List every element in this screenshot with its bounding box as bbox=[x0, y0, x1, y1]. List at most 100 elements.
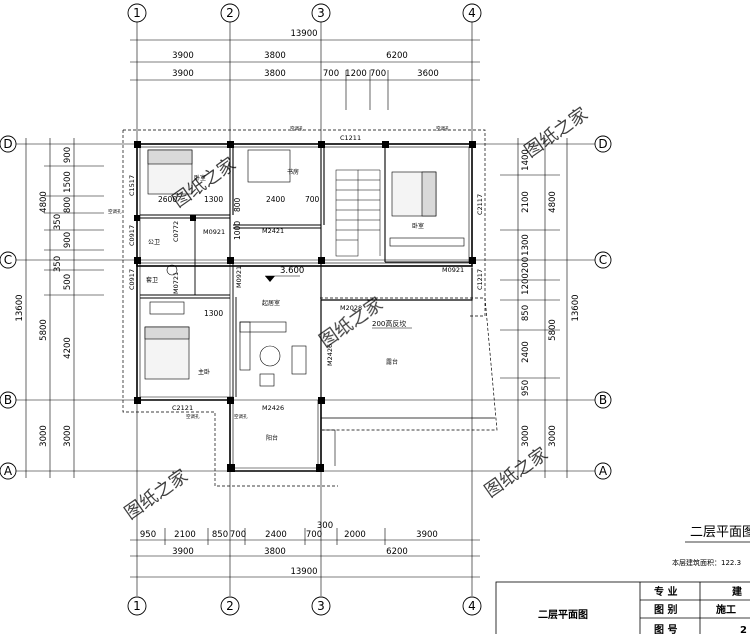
dim-left-in-a: 900 bbox=[63, 147, 73, 163]
structural-columns bbox=[134, 141, 476, 472]
dim-right-in-b: 2100 bbox=[521, 191, 531, 213]
dim-left-in-d: 350 bbox=[53, 214, 63, 230]
dim-left-in-h: 4200 bbox=[63, 337, 73, 359]
ac-hole-tag: 空调孔 bbox=[290, 125, 304, 132]
code-m0921b: M0921 bbox=[235, 266, 243, 288]
code-m0721: M0721 bbox=[172, 272, 180, 294]
dim-right-in-g: 2400 bbox=[521, 341, 531, 363]
dim-bot-r1-e: 2400 bbox=[265, 530, 287, 540]
axis-label-a-left: A bbox=[4, 464, 13, 478]
axis-label-1-bottom: 1 bbox=[133, 599, 141, 613]
dim-right-in-i: 3000 bbox=[521, 425, 531, 447]
axis-label-d-right: D bbox=[598, 137, 607, 151]
room-label-balcony: 阳台 bbox=[266, 434, 278, 442]
furniture bbox=[144, 149, 465, 387]
axis-label-c-right: C bbox=[599, 253, 607, 267]
axis-label-d-left: D bbox=[3, 137, 12, 151]
code-m2426a: M2426 bbox=[326, 344, 334, 366]
watermark: 图纸之家 bbox=[481, 444, 552, 502]
dim-bot-r1-a: 950 bbox=[140, 530, 156, 540]
ac-hole-tag: 空调孔 bbox=[186, 413, 200, 420]
room-label-master: 主卧 bbox=[198, 368, 210, 376]
axis-label-4-top: 4 bbox=[468, 6, 476, 20]
title-table-major-value: 建 bbox=[731, 585, 743, 598]
dim-bot-extra: 300 bbox=[317, 521, 333, 531]
room-label-terrace: 露台 bbox=[386, 358, 398, 366]
building-walls bbox=[122, 129, 498, 487]
axis-label-2-top: 2 bbox=[226, 6, 234, 20]
ac-hole-tag: 空调孔 bbox=[436, 125, 450, 132]
dim-right-in-a: 1400 bbox=[521, 149, 531, 171]
title-table-type-label: 图 别 bbox=[654, 603, 677, 616]
dim-left-total: 13600 bbox=[15, 294, 25, 321]
dim-int-f: 1000 bbox=[233, 221, 242, 240]
axis-bubbles bbox=[0, 3, 612, 616]
code-c0772: C0772 bbox=[172, 221, 180, 242]
axis-label-1-top: 1 bbox=[133, 6, 141, 20]
floor-area-note: 本层建筑面积：122.3 bbox=[672, 558, 741, 567]
dim-bot-r1-h: 3900 bbox=[416, 530, 438, 540]
dim-int-a: 2600 bbox=[158, 195, 177, 204]
dim-left-in-g: 500 bbox=[63, 274, 73, 290]
code-m0921c: M0921 bbox=[442, 266, 464, 274]
dim-bot-total: 13900 bbox=[290, 567, 317, 577]
dim-left-in-e: 900 bbox=[63, 232, 73, 248]
dim-top-r2-c: 700 bbox=[323, 69, 339, 79]
dim-top-total: 13900 bbox=[290, 29, 317, 39]
dim-top-r2-e: 700 bbox=[370, 69, 386, 79]
dim-left-in-b: 1500 bbox=[63, 171, 73, 193]
title-table-drawing-name: 二层平面图 bbox=[538, 609, 588, 621]
watermark: 图纸之家 bbox=[521, 104, 592, 162]
code-c1217: C1217 bbox=[476, 269, 484, 290]
axis-label-4-bottom: 4 bbox=[468, 599, 476, 613]
dim-left-in-i: 3000 bbox=[63, 425, 73, 447]
title-table-type-value: 施工 bbox=[716, 603, 736, 616]
dim-bot-r2-c: 6200 bbox=[386, 547, 408, 557]
watermark: 图纸之家 bbox=[121, 466, 192, 524]
dim-right-in-d: 200 bbox=[521, 257, 531, 273]
dim-top-r2-d: 1200 bbox=[345, 69, 367, 79]
dim-bot-r1-d: 700 bbox=[230, 530, 246, 540]
room-label-bedroom1: 卧室 bbox=[194, 174, 206, 182]
dim-top-r1-b: 3800 bbox=[264, 51, 286, 61]
axis-label-a-right: A bbox=[599, 464, 608, 478]
dim-top-r2-f: 3600 bbox=[417, 69, 439, 79]
elevation-marker-icon bbox=[265, 276, 275, 282]
dim-left-outer-a: 4800 bbox=[39, 191, 49, 213]
dim-int-e: 1300 bbox=[204, 309, 223, 318]
dim-left-in-f: 350 bbox=[53, 256, 63, 272]
dim-top-r1-c: 6200 bbox=[386, 51, 408, 61]
room-label-study: 书房 bbox=[287, 168, 299, 176]
axis-label-c-left: C bbox=[4, 253, 12, 267]
dim-bot-r2-a: 3900 bbox=[172, 547, 194, 557]
code-m2028: M2028 bbox=[340, 304, 362, 312]
dim-right-outer-c: 3000 bbox=[548, 425, 558, 447]
room-label-living: 起居室 bbox=[262, 299, 280, 307]
dim-int-b: 1300 bbox=[204, 195, 223, 204]
dim-bot-r1-f: 700 bbox=[306, 530, 322, 540]
dim-bot-r1-g: 2000 bbox=[344, 530, 366, 540]
code-c0917b: C0917 bbox=[128, 269, 136, 290]
title-table-number-value: 2 bbox=[740, 625, 747, 634]
grid-lines bbox=[14, 22, 596, 596]
axis-label-b-right: B bbox=[599, 393, 607, 407]
code-c1211: C1211 bbox=[340, 134, 361, 142]
room-label-public-bath: 公卫 bbox=[148, 239, 160, 246]
room-label-bedroom2: 卧室 bbox=[412, 222, 424, 230]
dim-right-in-f: 850 bbox=[521, 305, 531, 321]
plan-title: 二层平面图 bbox=[690, 525, 750, 540]
code-c2117: C2117 bbox=[476, 194, 484, 215]
dim-right-in-c: 1300 bbox=[521, 234, 531, 256]
code-c1517: C1517 bbox=[128, 175, 136, 196]
dimension-lines bbox=[25, 39, 568, 578]
title-table-major-label: 专 业 bbox=[654, 585, 677, 598]
code-m0921a: M0921 bbox=[203, 228, 225, 236]
code-c2121: C2121 bbox=[172, 404, 193, 412]
title-table bbox=[495, 581, 750, 634]
dim-bot-r1-c: 850 bbox=[212, 530, 228, 540]
axis-label-2-bottom: 2 bbox=[226, 599, 234, 613]
axis-label-3-top: 3 bbox=[317, 6, 325, 20]
dim-bot-r2-b: 3800 bbox=[264, 547, 286, 557]
dim-int-d: 700 bbox=[305, 195, 320, 204]
